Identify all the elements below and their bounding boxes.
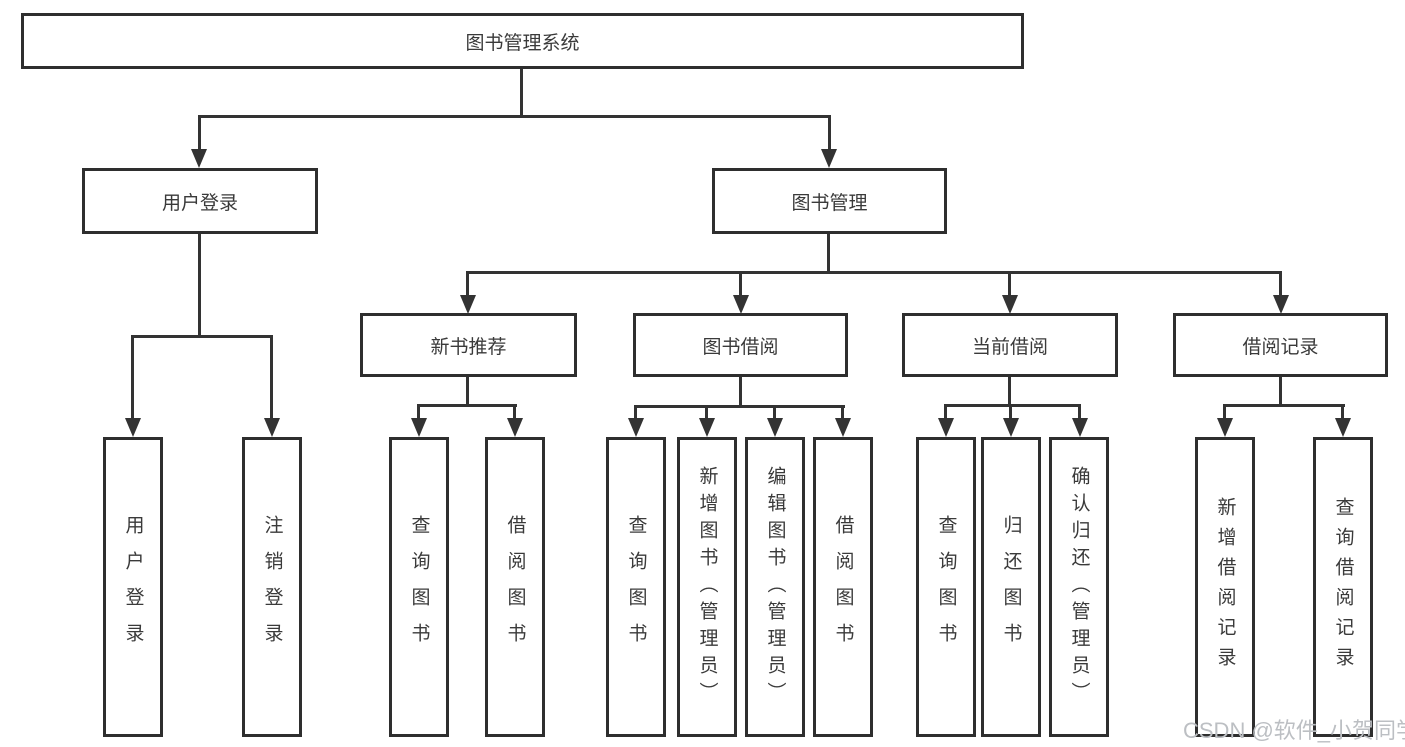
connector-new-book-rec-branch bbox=[417, 404, 517, 407]
arrowhead-cb-confirm bbox=[1072, 418, 1088, 437]
connector-root-branch bbox=[198, 115, 830, 118]
arrowhead-rec-query bbox=[411, 418, 427, 437]
connector-user-login-branch bbox=[131, 335, 273, 338]
connector-borrow-records-stem bbox=[1279, 377, 1282, 407]
connector-to-rec-query bbox=[417, 404, 420, 420]
connector-current-borrow-branch bbox=[944, 404, 1081, 407]
connector-to-book-mgmt bbox=[828, 115, 831, 151]
leaf-bb-query-book: 查询图书 bbox=[606, 437, 666, 737]
arrowhead-br-add bbox=[1217, 418, 1233, 437]
leaf-cb-confirm-return-label: 确认归还（管理员） bbox=[1068, 465, 1090, 709]
leaf-rec-query-book: 查询图书 bbox=[389, 437, 449, 737]
node-new-book-rec: 新书推荐 bbox=[360, 313, 577, 377]
arrowhead-leaf-logout bbox=[264, 418, 280, 437]
arrowhead-new-book-rec bbox=[460, 295, 476, 314]
connector-new-book-rec-stem bbox=[466, 377, 469, 407]
arrowhead-user-login bbox=[191, 149, 207, 168]
connector-to-leaf-logout bbox=[270, 335, 273, 420]
arrowhead-leaf-user-login bbox=[125, 418, 141, 437]
arrowhead-bb-query bbox=[628, 418, 644, 437]
connector-book-borrow-branch bbox=[634, 405, 845, 408]
connector-to-book-borrow bbox=[739, 271, 742, 297]
leaf-logout: 注销登录 bbox=[242, 437, 302, 737]
connector-current-borrow-stem bbox=[1008, 377, 1011, 407]
node-book-borrow: 图书借阅 bbox=[633, 313, 848, 377]
arrowhead-rec-borrow bbox=[507, 418, 523, 437]
leaf-bb-edit-book: 编辑图书（管理员） bbox=[745, 437, 805, 737]
csdn-watermark: CSDN @软件_小贺同学 bbox=[1183, 718, 1405, 743]
connector-to-bb-query bbox=[634, 405, 637, 420]
leaf-bb-borrow-book-label: 借阅图书 bbox=[832, 515, 854, 659]
connector-to-cb-query bbox=[944, 404, 947, 420]
connector-book-mgmt-stem bbox=[827, 234, 830, 274]
leaf-logout-label: 注销登录 bbox=[261, 515, 283, 659]
arrowhead-book-mgmt bbox=[821, 149, 837, 168]
leaf-br-query-record-label: 查询借阅记录 bbox=[1332, 497, 1354, 677]
connector-to-bb-add bbox=[705, 405, 708, 420]
node-book-mgmt: 图书管理 bbox=[712, 168, 947, 234]
arrowhead-br-query bbox=[1335, 418, 1351, 437]
arrowhead-bb-borrow bbox=[835, 418, 851, 437]
connector-to-bb-borrow bbox=[841, 405, 844, 420]
leaf-rec-borrow-book-label: 借阅图书 bbox=[504, 515, 526, 659]
leaf-cb-query-book-label: 查询图书 bbox=[935, 515, 957, 659]
node-current-borrow: 当前借阅 bbox=[902, 313, 1118, 377]
leaf-cb-confirm-return: 确认归还（管理员） bbox=[1049, 437, 1109, 737]
leaf-br-add-record-label: 新增借阅记录 bbox=[1214, 497, 1236, 677]
connector-user-login-stem bbox=[198, 234, 201, 338]
connector-to-borrow-records bbox=[1279, 271, 1282, 297]
connector-book-mgmt-branch bbox=[466, 271, 1282, 274]
leaf-user-login: 用户登录 bbox=[103, 437, 163, 737]
arrowhead-current-borrow bbox=[1002, 295, 1018, 314]
connector-borrow-records-branch bbox=[1223, 404, 1345, 407]
connector-to-new-book-rec bbox=[466, 271, 469, 297]
node-user-login: 用户登录 bbox=[82, 168, 318, 234]
arrowhead-borrow-records bbox=[1273, 295, 1289, 314]
connector-to-rec-borrow bbox=[513, 404, 516, 420]
connector-to-leaf-user-login bbox=[131, 335, 134, 420]
leaf-rec-query-book-label: 查询图书 bbox=[408, 515, 430, 659]
leaf-br-add-record: 新增借阅记录 bbox=[1195, 437, 1255, 737]
connector-to-current-borrow bbox=[1008, 271, 1011, 297]
leaf-bb-edit-book-label: 编辑图书（管理员） bbox=[764, 465, 786, 709]
connector-to-cb-return bbox=[1009, 404, 1012, 420]
node-borrow-records: 借阅记录 bbox=[1173, 313, 1388, 377]
connector-to-user-login bbox=[198, 115, 201, 151]
connector-root-stem bbox=[520, 68, 523, 117]
connector-to-br-add bbox=[1223, 404, 1226, 420]
leaf-cb-return-book-label: 归还图书 bbox=[1000, 515, 1022, 659]
arrowhead-cb-return bbox=[1003, 418, 1019, 437]
node-root: 图书管理系统 bbox=[21, 13, 1024, 69]
leaf-cb-return-book: 归还图书 bbox=[981, 437, 1041, 737]
leaf-bb-query-book-label: 查询图书 bbox=[625, 515, 647, 659]
connector-to-br-query bbox=[1341, 404, 1344, 420]
connector-to-bb-edit bbox=[773, 405, 776, 420]
leaf-bb-borrow-book: 借阅图书 bbox=[813, 437, 873, 737]
leaf-rec-borrow-book: 借阅图书 bbox=[485, 437, 545, 737]
leaf-cb-query-book: 查询图书 bbox=[916, 437, 976, 737]
arrowhead-bb-edit bbox=[767, 418, 783, 437]
arrowhead-book-borrow bbox=[733, 295, 749, 314]
arrowhead-cb-query bbox=[938, 418, 954, 437]
leaf-bb-add-book: 新增图书（管理员） bbox=[677, 437, 737, 737]
leaf-br-query-record: 查询借阅记录 bbox=[1313, 437, 1373, 737]
leaf-user-login-label: 用户登录 bbox=[122, 515, 144, 659]
connector-to-cb-confirm bbox=[1078, 404, 1081, 420]
connector-book-borrow-stem bbox=[739, 377, 742, 408]
leaf-bb-add-book-label: 新增图书（管理员） bbox=[696, 465, 718, 709]
arrowhead-bb-add bbox=[699, 418, 715, 437]
